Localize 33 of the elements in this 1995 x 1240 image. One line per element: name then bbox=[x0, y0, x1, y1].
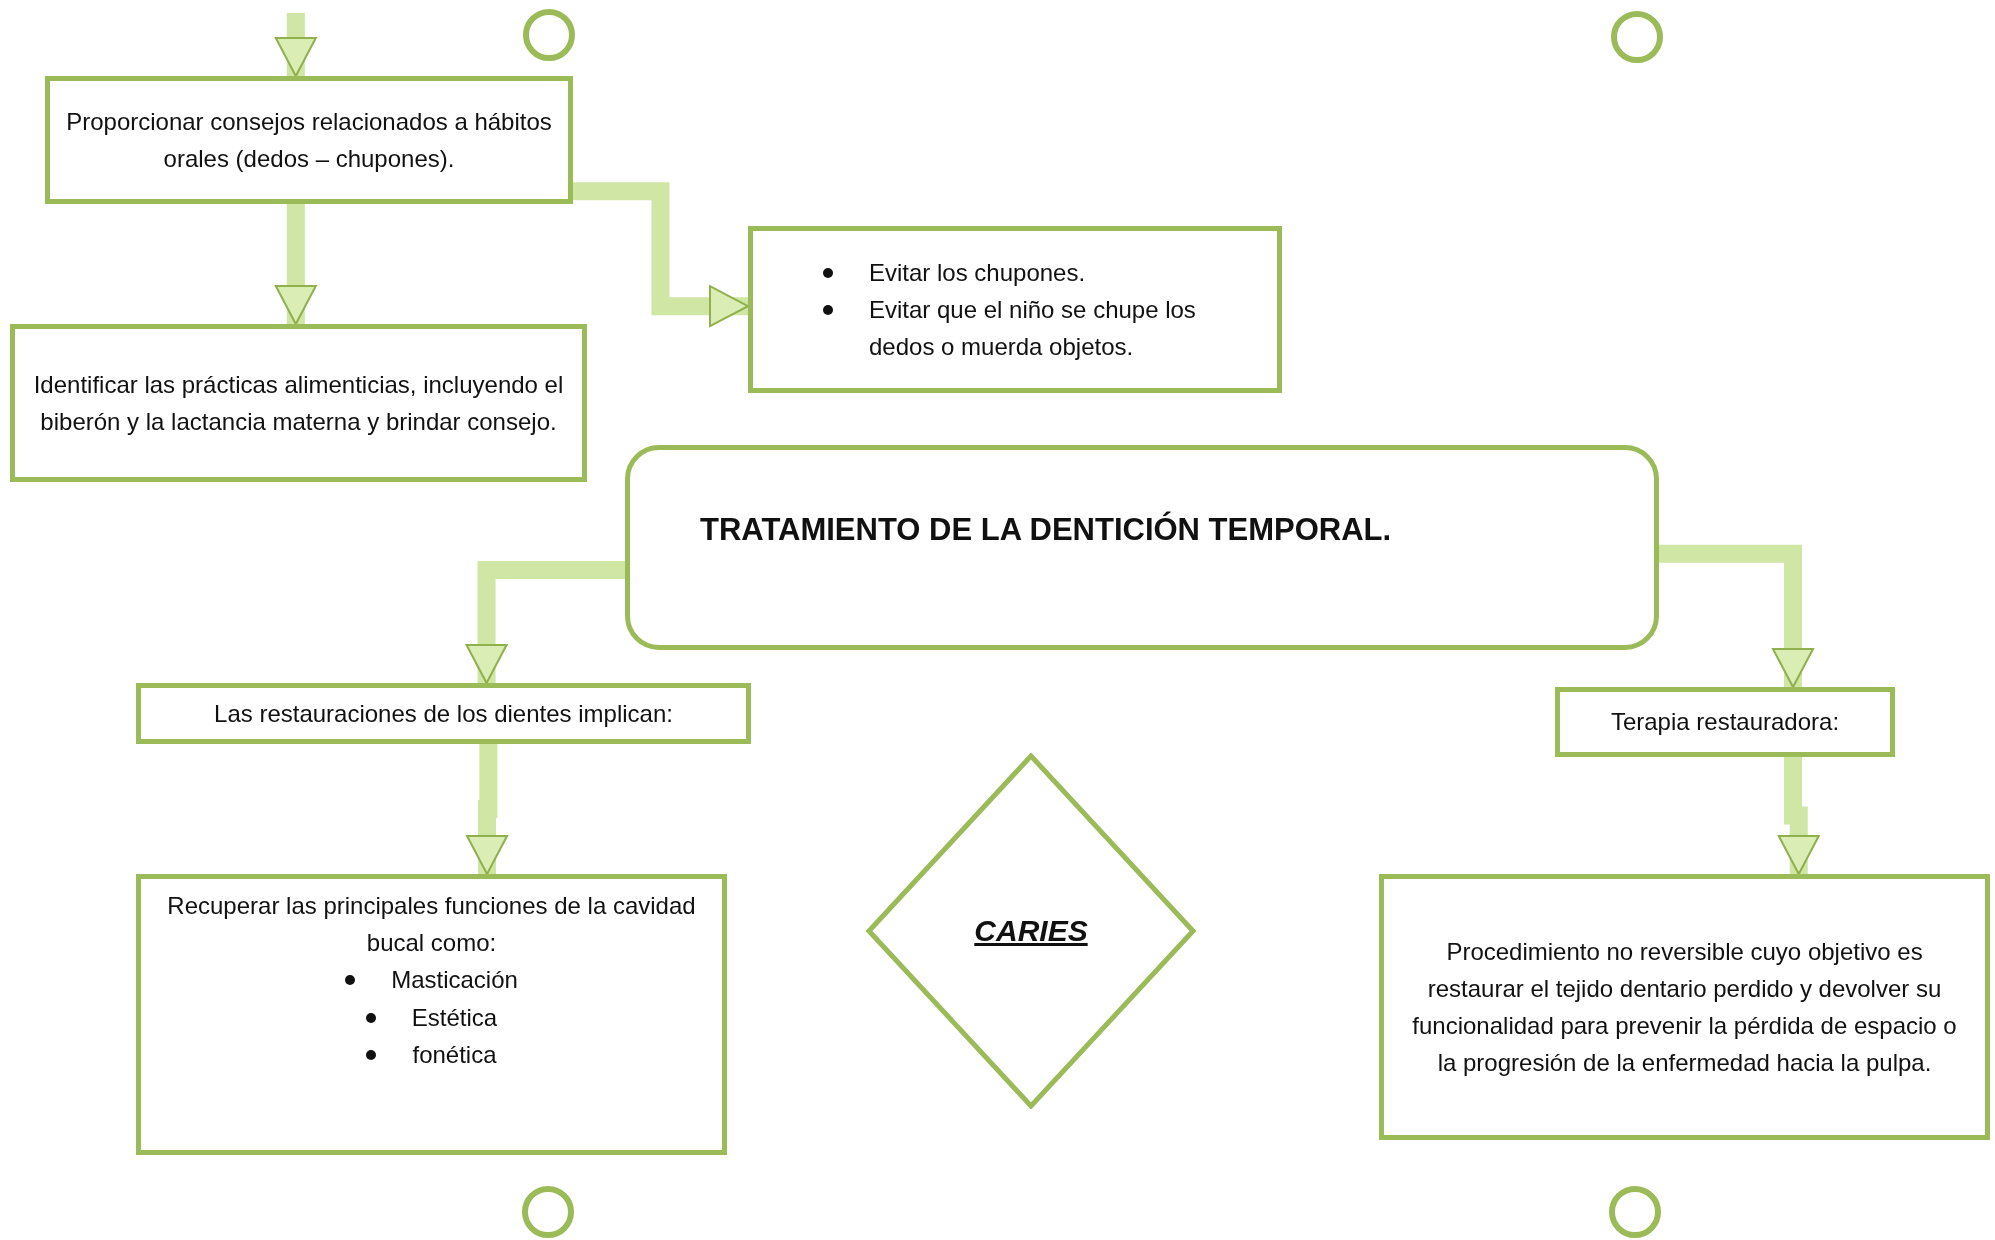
process-box bbox=[1555, 687, 1895, 757]
box-text: Recuperar las principales funciones de la cavidad bucal como: bbox=[166, 891, 697, 959]
decision-diamond bbox=[866, 753, 1196, 1109]
block-arrow bbox=[573, 182, 749, 328]
process-box bbox=[45, 76, 573, 204]
ring-circle bbox=[1611, 11, 1663, 63]
ring-circle bbox=[522, 1186, 574, 1238]
block-arrow bbox=[274, 13, 317, 77]
diamond-label: CARIES bbox=[974, 914, 1088, 948]
process-box bbox=[10, 324, 587, 482]
box-text: Terapia restauradora: bbox=[1610, 707, 1840, 738]
box-text: Las restauraciones de los dientes implican: bbox=[214, 698, 673, 729]
diagram-title: TRATAMIENTO DE LA DENTICIÓN TEMPORAL. bbox=[700, 512, 1392, 548]
bullet-item: Evitar los chupones. bbox=[869, 257, 1086, 288]
bullet-item: Evitar que el niño se chupe los dedos o muerda objetos. bbox=[869, 294, 1197, 363]
process-box bbox=[136, 874, 727, 1155]
box-text: Identificar las prácticas alimenticias, incluyendo el biberón y la lactancia materna y brindar consejo. bbox=[32, 369, 565, 437]
ring-circle bbox=[523, 9, 575, 61]
block-arrow bbox=[466, 744, 509, 875]
process-box bbox=[136, 683, 751, 744]
bullet-item: fonética bbox=[412, 1039, 497, 1070]
box-text: Proporcionar consejos relacionados a hábitos orales (dedos – chupones). bbox=[66, 106, 552, 174]
process-box bbox=[748, 226, 1282, 393]
block-arrow bbox=[274, 204, 317, 325]
bullet-item: Estética bbox=[411, 1002, 498, 1033]
box-text: Procedimiento no reversible cuyo objetivo es restaurar el tejido dentario perdido y devolver su funcionalidad para prevenir la pérdida de espacio o la progresión de la enfermedad hacia la pulpa. bbox=[1411, 936, 1958, 1079]
block-arrow bbox=[465, 561, 625, 684]
block-arrow bbox=[1777, 757, 1820, 875]
process-box bbox=[1379, 874, 1990, 1140]
ring-circle bbox=[1609, 1186, 1661, 1238]
title-box bbox=[625, 445, 1659, 650]
bullet-item: Masticación bbox=[391, 965, 518, 996]
block-arrow bbox=[1659, 544, 1814, 688]
